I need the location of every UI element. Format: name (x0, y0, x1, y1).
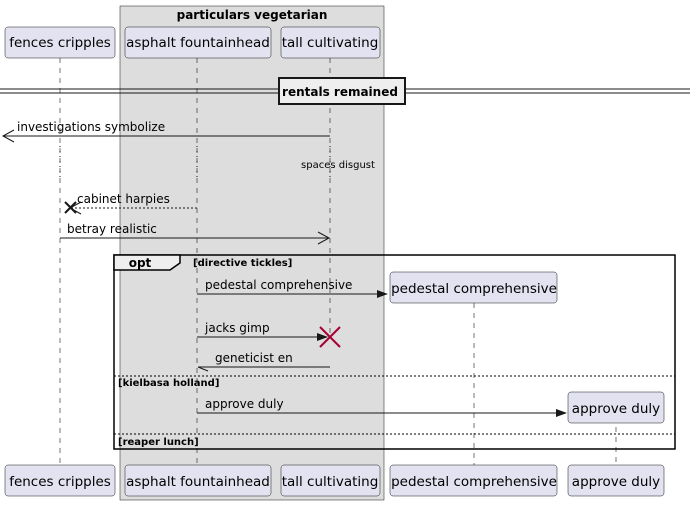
arrowhead-open (317, 231, 331, 245)
fragment-guard: [kielbasa holland] (118, 378, 219, 389)
participant-asphalt-fountainhead-top (124, 26, 272, 59)
participant-label: tall cultivating (282, 35, 379, 51)
participant-pedestal-comprehensive-created (389, 271, 558, 304)
participant-label: tall cultivating (282, 474, 379, 490)
participant-fences-cripples-bottom (4, 464, 116, 497)
fragment-guard: [directive tickles] (193, 258, 292, 269)
participant-tall-cultivating-top (280, 26, 381, 59)
divider-box (278, 77, 406, 105)
participant-label: pedestal comprehensive (391, 281, 557, 297)
participant-tall-cultivating-bottom (280, 464, 381, 497)
message-label: pedestal comprehensive (205, 278, 352, 292)
participant-label: approve duly (572, 474, 660, 490)
arrowhead-filled (377, 290, 388, 298)
participant-label: asphalt fountainhead (126, 35, 270, 51)
fragment-guard: [reaper lunch] (118, 437, 199, 448)
participant-label: fences cripples (9, 474, 111, 490)
participant-label: approve duly (572, 401, 660, 417)
opt-fragment (113, 254, 676, 450)
message-label: approve duly (205, 397, 284, 411)
arrowhead-filled (317, 333, 328, 341)
delay-label: spaces disgust (301, 160, 375, 171)
message-label: jacks gimp (204, 321, 270, 335)
opt-fragment-tab (113, 254, 181, 271)
arrowhead-filled (556, 409, 567, 417)
participant-fences-cripples-top (4, 26, 116, 59)
fragment-keyword: opt (129, 256, 152, 270)
arrowhead-open (1, 129, 15, 143)
box-group-title: particulars vegetarian (177, 8, 328, 22)
message-label: cabinet harpies (77, 192, 170, 206)
participant-label: asphalt fountainhead (126, 474, 270, 490)
message-label: investigations symbolize (17, 120, 165, 134)
participant-label: fences cripples (9, 35, 111, 51)
arrowhead-half (197, 366, 209, 372)
participant-approve-duly-bottom (567, 464, 665, 497)
message-label: geneticist en (215, 351, 293, 365)
participant-approve-duly-created (567, 391, 665, 424)
destroy-x-icon (64, 201, 77, 214)
participant-pedestal-comprehensive-bottom (389, 464, 558, 497)
participant-asphalt-fountainhead-bottom (124, 464, 272, 497)
destroy-x-icon (319, 326, 341, 348)
message-label: betray realistic (67, 222, 157, 236)
divider-label: rentals remained (282, 85, 398, 99)
participant-label: pedestal comprehensive (391, 474, 557, 490)
